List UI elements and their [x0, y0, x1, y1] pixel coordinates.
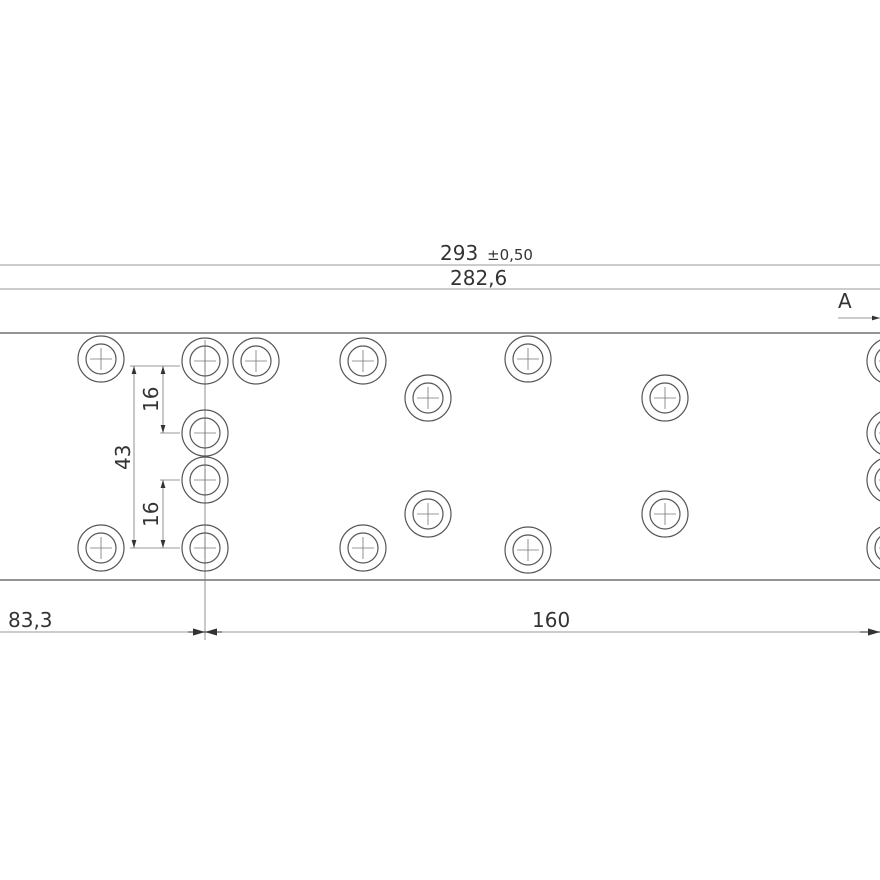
hole-circle: [339, 524, 387, 572]
hole-circle: [874, 468, 880, 492]
section-label: A: [838, 289, 852, 313]
vertical-span-label: 43: [111, 445, 135, 470]
hole-circle: [77, 524, 125, 572]
mounting-hole: [404, 374, 452, 422]
hole-circle: [866, 458, 880, 502]
hole-circle: [181, 409, 229, 457]
hole-circle: [866, 411, 880, 455]
hole-circle: [181, 456, 229, 504]
hole-circle: [189, 464, 221, 496]
mounting-hole: [504, 335, 552, 383]
hole-circle: [85, 343, 117, 375]
mounting-hole: [866, 458, 880, 502]
hole-circle: [347, 532, 379, 564]
mounting-hole: [181, 524, 229, 572]
inner-length-label: 282,6: [450, 266, 507, 290]
hole-circle: [866, 526, 880, 570]
hole-circle: [404, 374, 452, 422]
hole-circle: [641, 490, 689, 538]
hole-circle: [181, 524, 229, 572]
hole-circle: [189, 345, 221, 377]
mounting-hole: [504, 526, 552, 574]
mounting-hole: [181, 337, 229, 385]
top-spacing-label: 16: [139, 387, 163, 412]
mounting-hole: [641, 490, 689, 538]
hole-circle: [512, 343, 544, 375]
hole-circle: [232, 337, 280, 385]
hole-circle: [412, 382, 444, 414]
overall-tolerance-label: ±0,50: [487, 246, 533, 264]
mounting-hole: [181, 409, 229, 457]
hole-circle: [504, 335, 552, 383]
hole-circle: [649, 498, 681, 530]
hole-circle: [404, 490, 452, 538]
hole-circle: [641, 374, 689, 422]
mounting-hole: [866, 339, 880, 383]
bottom-spacing-label: 16: [139, 502, 163, 527]
mounting-hole: [181, 456, 229, 504]
hole-spacing-label: 160: [532, 608, 570, 632]
mounting-hole: [641, 374, 689, 422]
overall-length-label: 293: [440, 241, 478, 265]
hole-circle: [874, 421, 880, 445]
hole-circle: [189, 417, 221, 449]
hole-circle: [85, 532, 117, 564]
hole-circle: [347, 345, 379, 377]
mounting-hole: [232, 337, 280, 385]
mounting-hole: [77, 524, 125, 572]
mounting-hole: [866, 411, 880, 455]
hole-circle: [339, 337, 387, 385]
hole-circle: [504, 526, 552, 574]
hole-circle: [77, 335, 125, 383]
holes-group: [77, 335, 880, 574]
mounting-hole: [404, 490, 452, 538]
hole-circle: [874, 536, 880, 560]
mounting-hole: [339, 337, 387, 385]
hole-circle: [512, 534, 544, 566]
hole-circle: [240, 345, 272, 377]
hole-circle: [866, 339, 880, 383]
hole-circle: [412, 498, 444, 530]
hole-circle: [874, 349, 880, 373]
left-offset-label: 83,3: [8, 608, 53, 632]
hole-circle: [189, 532, 221, 564]
hole-circle: [649, 382, 681, 414]
mounting-hole: [339, 524, 387, 572]
hole-circle: [181, 337, 229, 385]
mounting-hole: [866, 526, 880, 570]
mounting-hole: [77, 335, 125, 383]
